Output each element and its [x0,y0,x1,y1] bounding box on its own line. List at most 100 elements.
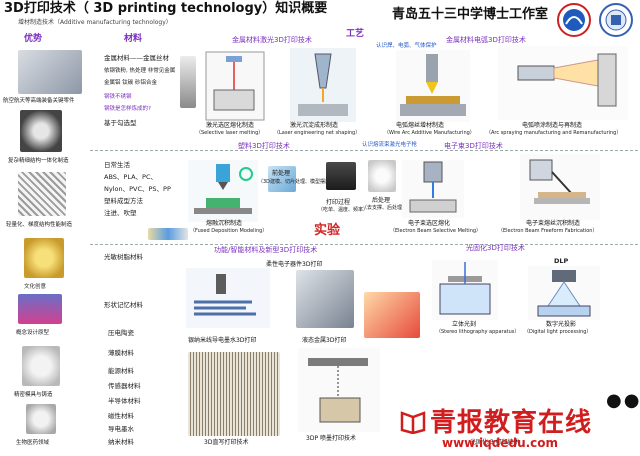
electron-note: 认识熔流束激光电子枪 [362,142,418,148]
section-photo: 光固化3D打印技术 [466,244,525,252]
post-process-caption: 后处理 [372,197,391,204]
flex-device-image [364,292,420,338]
partial-photo-caption: 光固化 3 打印技术 [470,439,520,446]
sla-caption: 立体光刻 [452,321,477,328]
filament-image [148,228,188,240]
advantage-mold: 精密模具与铸造 [14,392,53,398]
flex-caption: 柔性电子器件3D打印 [266,261,323,268]
school-name: 青岛五十三中学博士工作室 [392,7,549,22]
watermark-brand: 青报教育在线 [430,408,593,438]
metal-material-5: 钢铁是怎样炼成的? [104,106,151,112]
fdm-caption: 熔融沉积制造 [206,220,243,227]
waam-caption: 电弧熔丝增材制造 [396,122,445,129]
inkjet-caption: 3DP 喷墨打印技术 [306,435,356,442]
inkjet-diagram [298,348,380,432]
page-title: 3D打印技术（ 3D printing technology）知识概要 [4,1,328,16]
smart-material-6: 传感器材料 [108,382,141,390]
section-smart: 功能/智能材料及新型3D打印技术 [214,246,318,254]
section-arc-metal: 金属材料电弧3D打印技术 [446,36,526,44]
ebsm-diagram [402,160,464,218]
more-dots: ●●● [606,390,640,411]
metal-material-6: 基于勾选型 [104,119,137,127]
polymer-material-4: 塑料成型方法 [104,197,143,205]
polymer-material-1: 日常生活 [104,161,130,169]
sla-caption-en: （Stereo lithography apparatus） [436,329,520,335]
column-material: 材料 [124,34,143,44]
section-electron: 电子束3D打印技术 [444,142,503,150]
advantage-lightweight: 轻量化、梯度结构性能制造 [6,222,73,228]
post-process-image [368,160,396,192]
mold-image [22,346,60,386]
experiment-label: 实验 [314,223,341,238]
medical-model-image [26,404,56,434]
ebf-caption-en: （Electron Beam Freeform Fabrication） [498,228,598,234]
micro-caption: 3D直写打印技术 [204,439,249,446]
smart-material-7: 半导体材料 [108,397,141,405]
print-detail: （吃单、温度、频率） [318,207,369,213]
watermark: 青报教育在线 www.iqdedu.com [400,400,638,452]
section-laser-metal: 金属材料激光3D打印技术 [232,36,312,44]
turbine-part-image [18,50,82,94]
arc-spray-diagram [498,46,628,120]
liquid-caption: 液态金属3D打印 [302,337,347,344]
dlp-diagram [528,266,600,320]
smart-material-5: 能源材料 [108,367,134,375]
advantage-medical: 生物医药领域 [16,440,50,446]
smart-material-1: 光敏树脂材料 [104,253,143,261]
column-process: 工艺 [346,29,365,39]
ebsm-caption-en: （Electron Beam Selective Melting） [390,228,482,234]
polymer-material-3: Nylon、PVC、PS、PP [104,185,171,193]
smart-material-3: 压电陶瓷 [108,329,134,337]
polymer-material-2: ABS、PLA、PC、 [104,173,158,181]
dlp-label: DLP [554,257,569,265]
column-advantage: 优势 [24,34,43,44]
slm-caption-en: （Selective laser melting） [196,130,264,136]
culture-figure-image [24,238,64,278]
dlp-caption-en: （Digital light processing） [524,329,592,335]
section-plastic: 塑料3D打印技术 [238,142,290,150]
waam-diagram [396,50,470,122]
school-logo-round-icon [599,3,633,37]
advantage-aerospace: 航空航天等高端装备关键零件 [3,98,75,104]
microlattice-image [188,352,280,436]
ebf-caption: 电子束熔丝沉积制造 [526,220,581,227]
sla-diagram [432,260,498,320]
school-logo-53-icon [557,3,591,37]
advantage-complex: 复杂精细结构一体化制造 [8,158,69,164]
book-logo-icon [400,411,426,434]
watermark-url: www.iqdedu.com [442,436,559,450]
liquid-metal-image [296,270,354,328]
ebf-diagram [520,154,600,220]
metal-material-3: 金属铝 钛碳 砂铝合金 [104,80,157,86]
arc-spray-caption: 电弧喷涂制造与再制造 [522,122,583,129]
print-caption: 打印过程 [326,199,351,206]
silver-caption: 银纳米线导电墨水3D打印 [188,337,257,344]
smart-material-8: 磁性材料 [108,412,134,420]
divider-2 [90,244,638,245]
polymer-material-5: 注进、吹塑 [104,209,137,217]
dlp-caption: 数字光投影 [546,321,577,328]
smart-material-9: 导电墨水 [108,425,134,433]
lens-caption: 激光沉淀成形制造 [290,122,339,129]
slm-diagram [205,51,265,121]
arc-note: 认识焊、电弧、气体保护 [376,43,437,49]
printer-image [326,162,356,190]
pre-process-image [268,166,296,192]
slm-caption: 激光选区熔化制造 [206,122,255,129]
pre-process-detail: （3D建模、切片处理、模型摆放及支撑） [258,179,351,185]
waam-caption-en: （Wire Arc Additive Manufacturing） [384,130,475,136]
smart-material-2: 形状记忆材料 [104,301,143,309]
lens-caption-en: （Laser engineering net shaping） [274,130,361,136]
metal-material-2: 依钢铁粉, 热处理 非常见金属 [104,68,176,74]
advantage-concept: 概念设计原型 [16,330,50,336]
complex-part-image [20,110,62,152]
metal-material-1: 金属材料——金属丝材 [104,54,169,62]
fdm-caption-en: （Fused Deposition Modeling） [190,228,268,234]
lattice-part-image [18,172,66,216]
page-subtitle: 增材制造技术（Additive manufacturing technology… [18,19,172,26]
metal-material-4: 钢铁不锈钢 [104,94,132,100]
pre-process-caption: 前处理 [272,170,291,177]
arc-spray-caption-en: （Arc spraying manufacturing and Remanufa… [486,130,622,136]
ebsm-caption: 电子束选区熔化 [408,220,451,227]
smart-material-10: 纳米材料 [108,438,134,446]
